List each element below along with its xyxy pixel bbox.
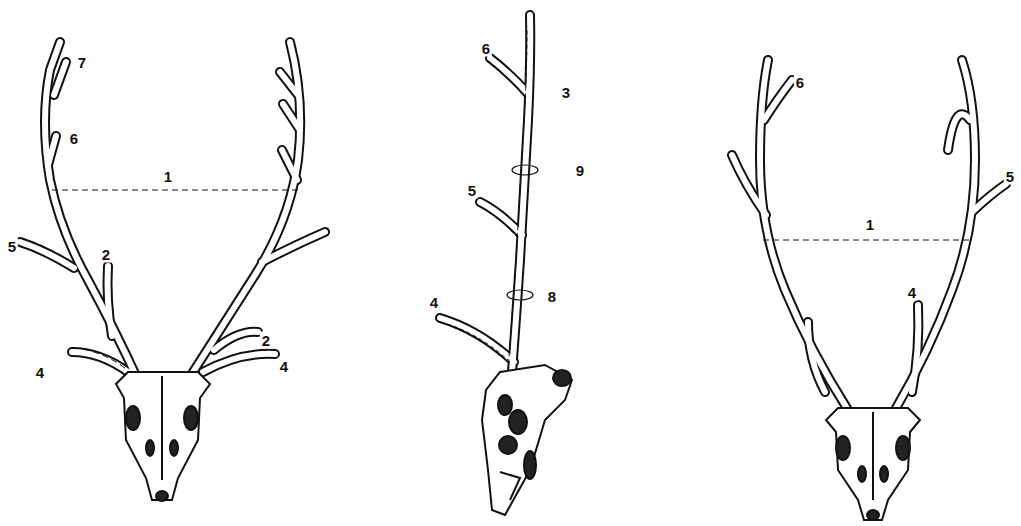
callout-number: 6	[68, 130, 80, 147]
callout-number: 1	[162, 168, 174, 185]
callout-number: 6	[794, 74, 806, 91]
callout-number: 5	[466, 182, 478, 199]
callout-number: 2	[100, 246, 112, 263]
callout-number: 8	[546, 288, 558, 305]
callout-number: 1	[864, 216, 876, 233]
callout-number: 4	[34, 364, 46, 381]
callout-number: 4	[428, 294, 440, 311]
callout-number: 7	[76, 54, 88, 71]
callout-number: 6	[480, 40, 492, 57]
callout-number: 5	[1004, 168, 1016, 185]
callout-number: 5	[6, 238, 18, 255]
callout-number: 2	[260, 332, 272, 349]
callout-number: 4	[278, 358, 290, 375]
callout-number: 9	[574, 162, 586, 179]
callout-number: 3	[560, 84, 572, 101]
callout-number: 4	[906, 284, 918, 301]
